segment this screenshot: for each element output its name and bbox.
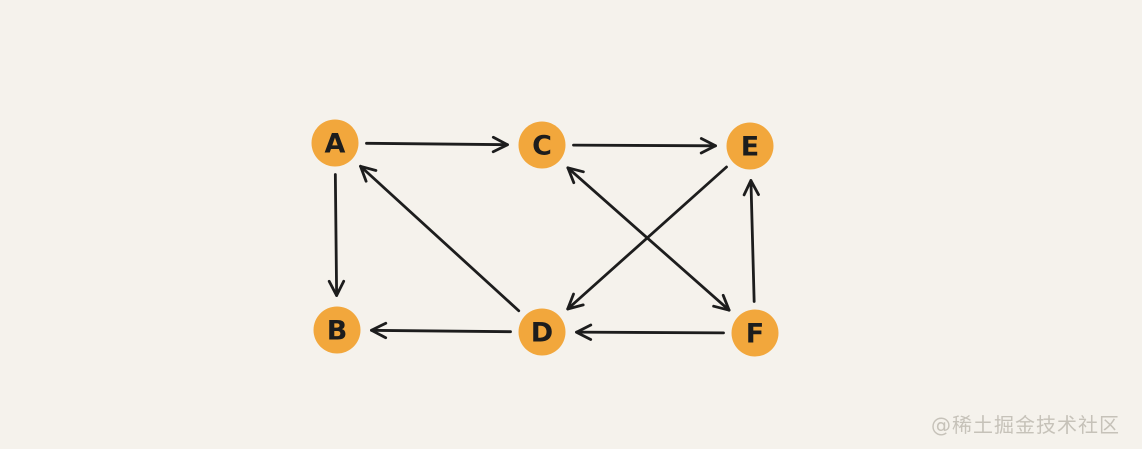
node-circle-F xyxy=(731,309,779,357)
node-label-B: B xyxy=(327,316,348,347)
edge-D-B xyxy=(370,321,512,340)
edge-line-D-A xyxy=(359,164,521,313)
node-circle-C xyxy=(518,121,566,169)
node-A: A xyxy=(311,119,359,167)
arrowhead-into-E xyxy=(742,179,760,197)
edge-A-C xyxy=(365,135,509,154)
node-circle-A xyxy=(311,119,359,167)
node-F: F xyxy=(731,309,779,357)
edge-F-E xyxy=(742,179,760,303)
edge-line-F-D xyxy=(575,330,725,335)
arrowhead-into-D xyxy=(566,292,585,311)
edge-line-C-F xyxy=(566,166,731,312)
edge-A-B xyxy=(327,173,346,297)
node-label-D: D xyxy=(531,318,553,349)
node-C: C xyxy=(518,121,566,169)
edge-line-F-E xyxy=(749,179,756,303)
node-circle-D xyxy=(518,308,566,356)
arrowhead-into-D xyxy=(575,323,593,341)
arrowhead-into-B xyxy=(327,279,346,297)
edge-F-D xyxy=(575,323,725,341)
edge-line-A-B xyxy=(333,173,339,297)
node-E: E xyxy=(726,122,774,170)
arrowhead-into-E xyxy=(699,137,717,155)
arrowhead-into-C xyxy=(491,135,509,154)
node-label-A: A xyxy=(325,129,346,160)
edge-line-D-B xyxy=(370,328,512,334)
arrowhead-into-C xyxy=(566,166,585,185)
watermark: @稀土掘金技术社区 xyxy=(931,413,1120,437)
node-D: D xyxy=(518,308,566,356)
node-B: B xyxy=(313,306,361,354)
edge-C-E xyxy=(572,137,717,155)
edge-line-A-C xyxy=(365,141,509,147)
node-label-E: E xyxy=(741,132,759,163)
edge-C-F xyxy=(566,166,731,312)
node-label-C: C xyxy=(532,131,552,162)
arrowhead-into-F xyxy=(712,293,731,312)
arrowhead-into-B xyxy=(370,321,388,340)
edge-line-C-E xyxy=(572,143,717,148)
node-label-F: F xyxy=(746,319,764,350)
edge-D-A xyxy=(359,164,521,313)
node-circle-E xyxy=(726,122,774,170)
arrowhead-into-A xyxy=(359,164,378,183)
node-circle-B xyxy=(313,306,361,354)
